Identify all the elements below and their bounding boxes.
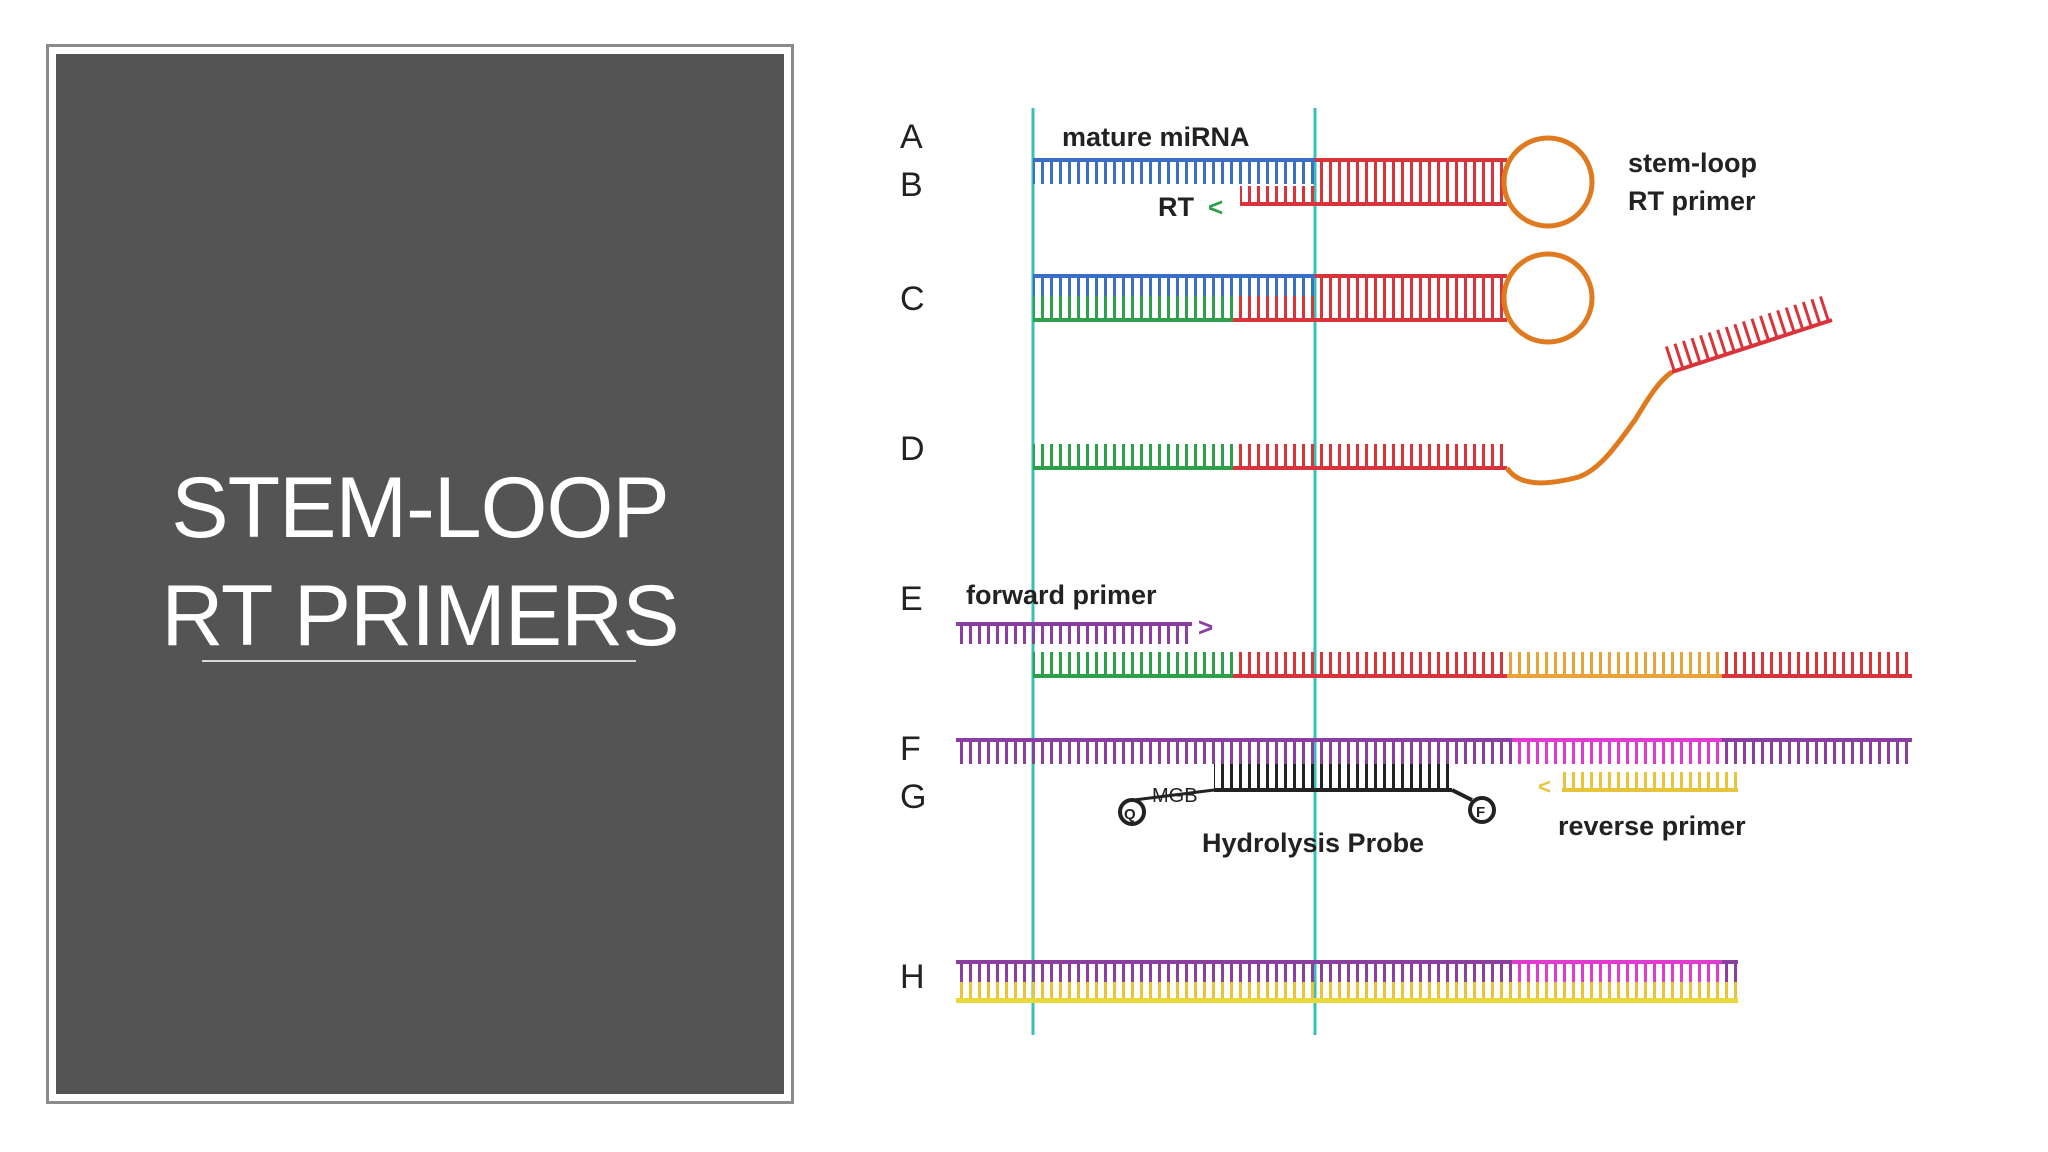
label-hydrolysis-probe: Hydrolysis Probe [1202,828,1424,858]
forward-primer-strand [956,622,1192,644]
row-letter-c: C [900,280,925,318]
row-letter-f: F [900,730,921,768]
label-mature-mirna: mature miRNA [1062,122,1250,152]
title-panel: STEM-LOOP RT PRIMERS [56,54,784,1094]
slide-title: STEM-LOOP RT PRIMERS [56,454,784,670]
label-rt: RT [1158,192,1194,222]
label-stem-loop: stem-loop [1628,148,1757,178]
row-letter-e: E [900,580,923,618]
fluorophore-marker: F [1476,804,1485,821]
row-letter-a: A [900,118,923,156]
stem-loop-rt-diagram: A B C D E F G H mature miRNA RT < stem-l… [860,80,2020,1080]
label-mgb: MGB [1152,785,1198,807]
row-e-template [1033,652,1912,678]
row-h-product [956,960,1738,1003]
row-letter-b: B [900,166,923,204]
slide-title-line-2: RT PRIMERS [161,568,679,664]
slide-title-line-1: STEM-LOOP [171,460,670,556]
row-letter-g: G [900,778,926,816]
row-letter-d: D [900,430,925,468]
row-f-strand [956,738,1912,764]
title-underline [202,660,636,662]
rt-direction-arrow: < [1208,192,1223,222]
row-c-rt-product [1033,251,1595,345]
row-letter-h: H [900,958,925,996]
row-d-cdna [1033,295,1833,486]
forward-direction-arrow: > [1198,612,1213,642]
label-forward-primer: forward primer [966,580,1157,610]
label-reverse-primer: reverse primer [1558,811,1746,841]
reverse-direction-arrow: < [1538,774,1551,799]
rt-primer-strand [1240,135,1595,229]
hydrolysis-probe [1118,764,1496,826]
quencher-marker: Q [1124,806,1136,823]
title-panel-frame: STEM-LOOP RT PRIMERS [46,44,794,1104]
reverse-primer-strand [1562,772,1738,792]
diagram-canvas: A B C D E F G H mature miRNA RT < stem-l… [900,108,1912,1035]
mature-mirna-strand [1033,158,1315,184]
label-rt-primer: RT primer [1628,186,1756,216]
